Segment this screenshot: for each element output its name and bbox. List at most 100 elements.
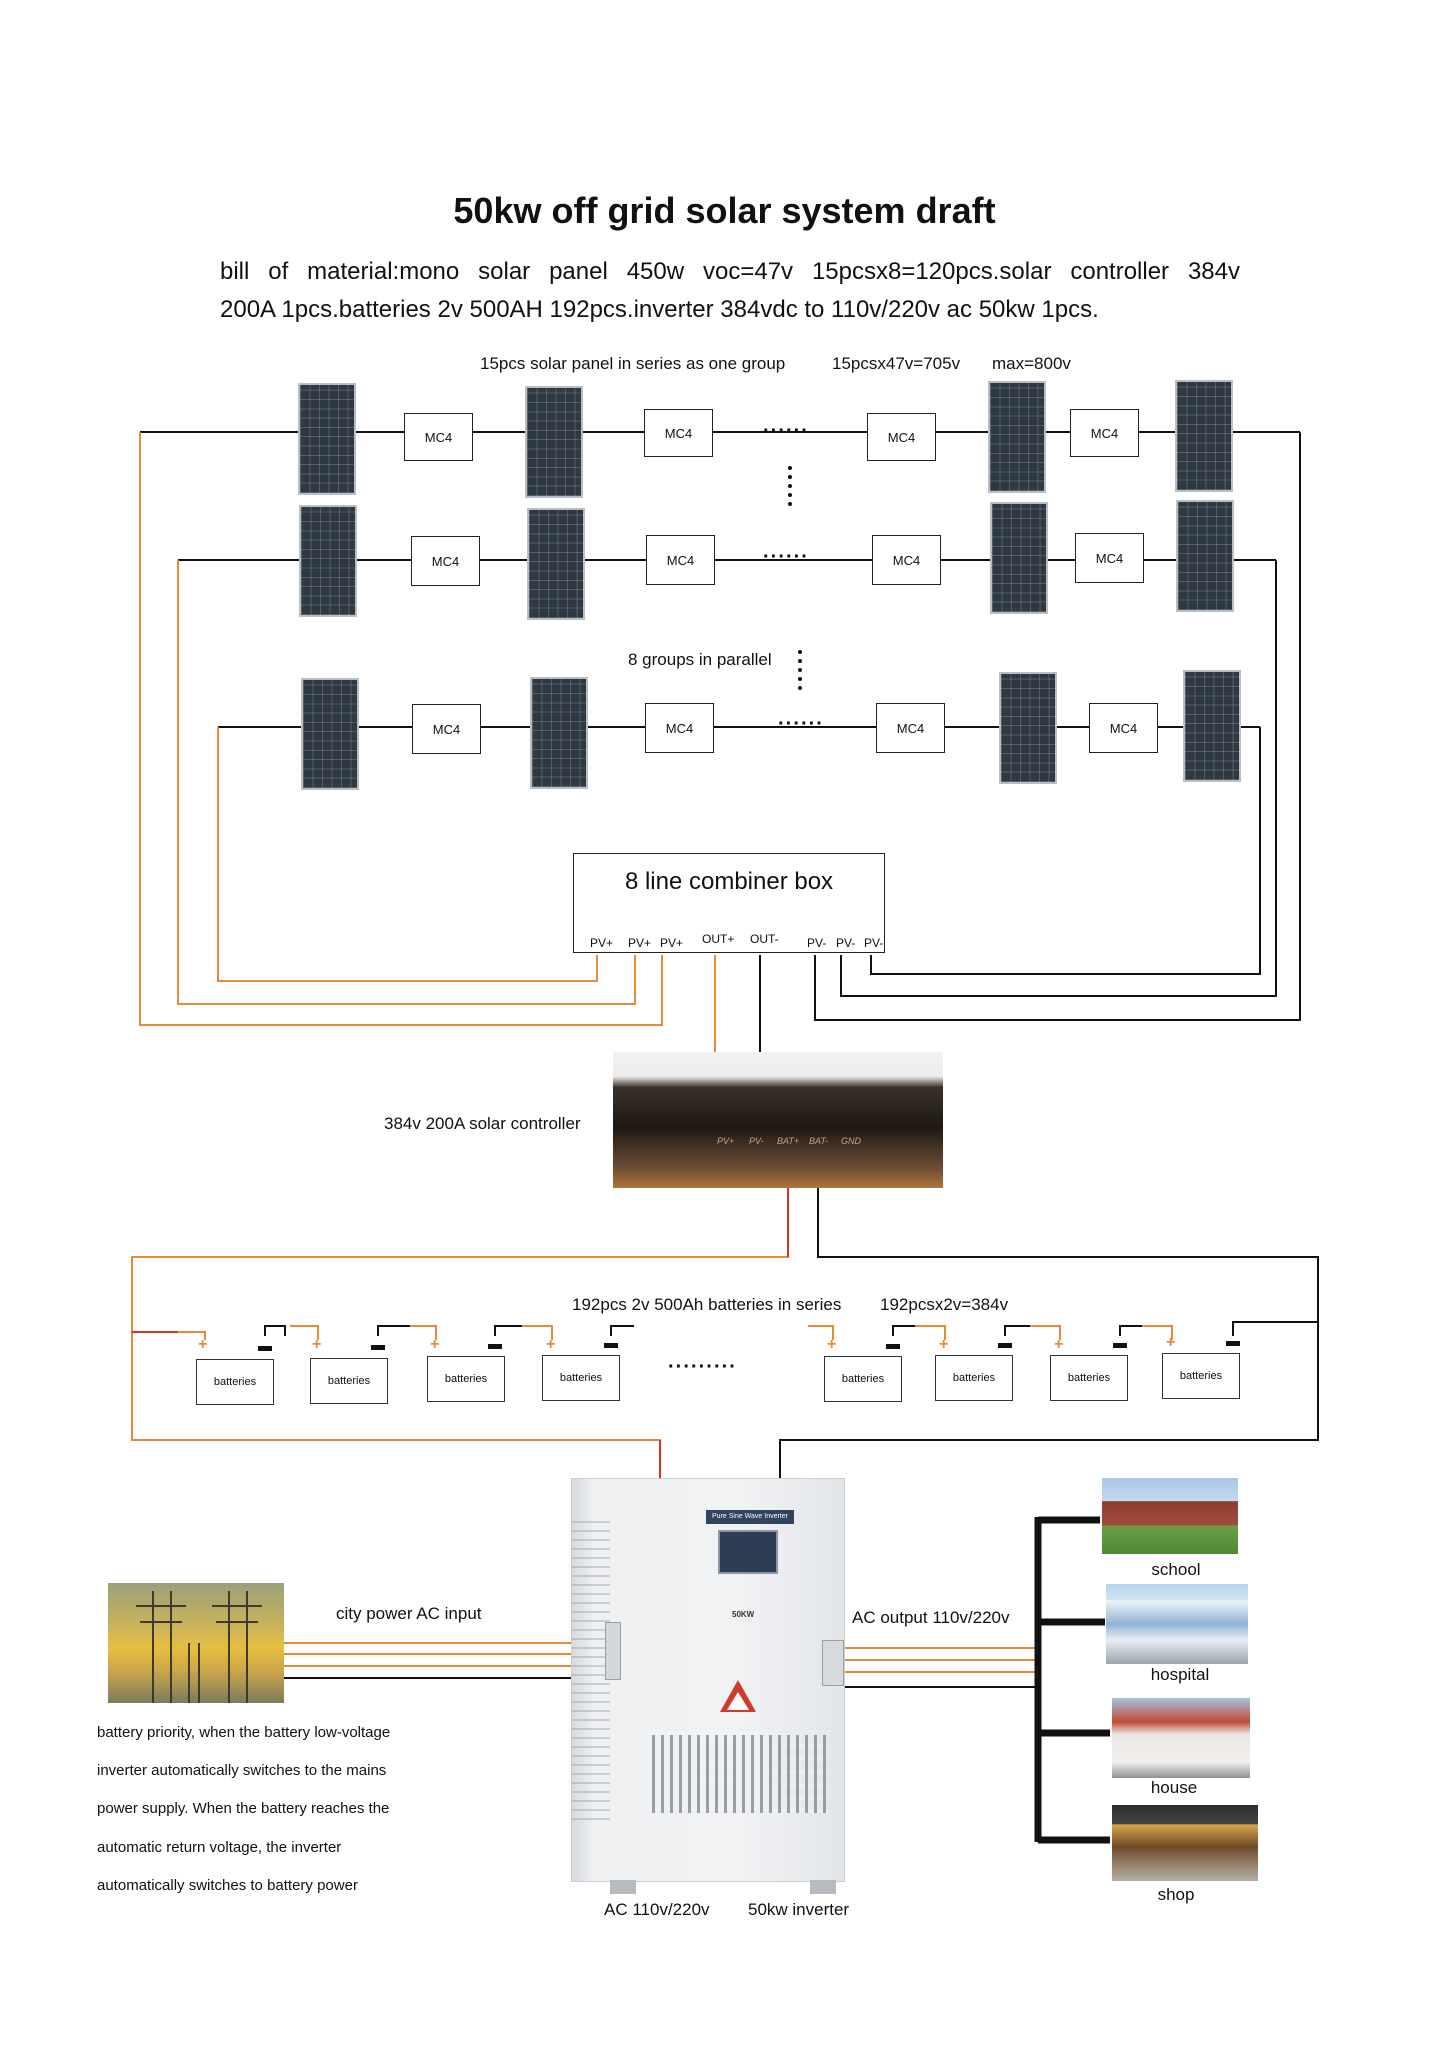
battery-positive-icon: + — [546, 1336, 556, 1353]
controller-terminal: PV- — [749, 1136, 764, 1146]
solar-panel — [1176, 500, 1234, 612]
battery: batteries — [542, 1355, 620, 1401]
combiner-terminal: PV+ — [660, 936, 684, 950]
series-ellipsis: ······ — [778, 713, 824, 735]
inverter-ac-label: AC 110v/220v — [604, 1900, 710, 1919]
battery-positive-icon: + — [430, 1336, 440, 1353]
inverter-power-label: 50kw inverter — [748, 1900, 850, 1919]
combiner-terminal: PV+ — [628, 936, 652, 950]
inverter-foot — [810, 1880, 836, 1894]
controller-bat-positive — [131, 1188, 789, 1478]
mc4-connector: MC4 — [411, 536, 480, 586]
battery-negative-icon — [886, 1344, 900, 1349]
destination-label-hospital: hospital — [1150, 1665, 1210, 1684]
inverter-display — [718, 1530, 778, 1574]
inverter-cabinet — [571, 1478, 845, 1882]
battery-negative-icon — [1113, 1343, 1127, 1348]
inverter-foot — [610, 1880, 636, 1894]
battery-series-label: 192pcs 2v 500Ah batteries in series — [572, 1295, 842, 1314]
solar-panel — [1175, 380, 1233, 492]
negative-return-1 — [814, 432, 1301, 1021]
pylon-icon — [188, 1643, 200, 1703]
warning-icon-inner — [727, 1692, 749, 1710]
battery-positive-icon: + — [939, 1336, 949, 1353]
solar-panel — [301, 678, 359, 790]
inverter-ac-terminal — [822, 1640, 844, 1686]
inverter-side-vent — [572, 1520, 610, 1820]
battery-positive-icon: + — [312, 1336, 322, 1353]
mc4-connector: MC4 — [412, 704, 481, 754]
battery-negative-icon — [604, 1343, 618, 1348]
power-grid-photo — [108, 1583, 284, 1703]
page-title: 50kw off grid solar system draft — [453, 190, 996, 231]
house-photo — [1112, 1698, 1250, 1778]
battery-negative-icon — [371, 1345, 385, 1350]
inverter-front-vent — [652, 1735, 828, 1813]
mc4-connector: MC4 — [1089, 703, 1158, 753]
mc4-connector: MC4 — [645, 703, 714, 753]
battery-chain-wires — [178, 1321, 1318, 1340]
battery-negative-icon — [488, 1344, 502, 1349]
bill-of-material-line-1: bill of material:mono solar panel 450w v… — [220, 258, 1240, 285]
note-line: inverter automatically switches to the m… — [97, 1762, 387, 1779]
battery: batteries — [427, 1356, 505, 1402]
positive-return-2 — [177, 560, 636, 1005]
note-line: power supply. When the battery reaches t… — [97, 1800, 390, 1817]
solar-panel — [1183, 670, 1241, 782]
negative-return-3 — [870, 727, 1261, 975]
inverter-input-terminal — [605, 1622, 621, 1680]
controller-terminal: GND — [841, 1136, 861, 1146]
controller-terminal: BAT- — [809, 1136, 829, 1146]
school-photo — [1102, 1478, 1238, 1554]
battery: batteries — [196, 1359, 274, 1405]
combiner-terminal: PV- — [836, 936, 856, 950]
destination-label-house: house — [1150, 1778, 1198, 1797]
inverter-nameplate: Pure Sine Wave Inverter — [706, 1510, 794, 1524]
controller-bat-negative — [779, 1188, 1319, 1545]
battery: batteries — [310, 1358, 388, 1404]
destination-label-school: school — [1151, 1560, 1201, 1579]
mc4-connector: MC4 — [644, 409, 713, 457]
combiner-terminal: PV+ — [590, 936, 614, 950]
shop-photo — [1112, 1805, 1258, 1881]
mc4-connector: MC4 — [1075, 533, 1144, 583]
battery-positive-icon: + — [1166, 1334, 1176, 1351]
combiner-terminal: PV- — [864, 936, 884, 950]
ac-output-label: AC output 110v/220v — [852, 1608, 1010, 1627]
note-line: automatic return voltage, the inverter — [97, 1839, 342, 1856]
destination-label-shop: shop — [1157, 1885, 1195, 1904]
combiner-box: 8 line combiner box PV+ PV+ PV+ OUT+ OUT… — [573, 853, 885, 953]
battery: batteries — [935, 1355, 1013, 1401]
solar-controller-label: 384v 200A solar controller — [384, 1114, 581, 1133]
series-voltage-label: 15pcsx47v=705v — [832, 354, 961, 373]
bill-of-material-line-2: 200A 1pcs.batteries 2v 500AH 192pcs.inve… — [220, 296, 1099, 323]
pylon-icon — [228, 1591, 248, 1703]
battery-negative-icon — [1226, 1341, 1240, 1346]
battery-positive-icon: + — [827, 1336, 837, 1353]
solar-panel — [999, 672, 1057, 784]
series-ellipsis: ······ — [763, 546, 809, 568]
solar-panel — [525, 386, 583, 498]
pylon-icon — [152, 1591, 172, 1703]
parallel-ellipsis-icon — [798, 650, 802, 695]
battery-negative-icon — [258, 1346, 272, 1351]
controller-terminal: BAT+ — [777, 1136, 800, 1146]
note-line: automatically switches to battery power — [97, 1877, 358, 1894]
negative-return-2 — [840, 560, 1277, 997]
max-voltage-label: max=800v — [992, 354, 1071, 373]
battery: batteries — [1050, 1355, 1128, 1401]
mc4-connector: MC4 — [872, 535, 941, 585]
battery-positive-icon: + — [198, 1336, 208, 1353]
combiner-terminal: OUT+ — [702, 932, 735, 946]
solar-controller-photo: PV+ PV- BAT+ BAT- GND — [613, 1052, 943, 1188]
battery: batteries — [824, 1356, 902, 1402]
city-power-label: city power AC input — [336, 1604, 482, 1623]
solar-panel — [299, 505, 357, 617]
battery-voltage-label: 192pcsx2v=384v — [880, 1295, 1009, 1314]
combiner-box-title: 8 line combiner box — [624, 868, 834, 895]
hospital-photo — [1106, 1584, 1248, 1664]
battery-negative-icon — [998, 1343, 1012, 1348]
combiner-terminal: PV- — [807, 936, 827, 950]
series-ellipsis: ······ — [763, 420, 809, 442]
